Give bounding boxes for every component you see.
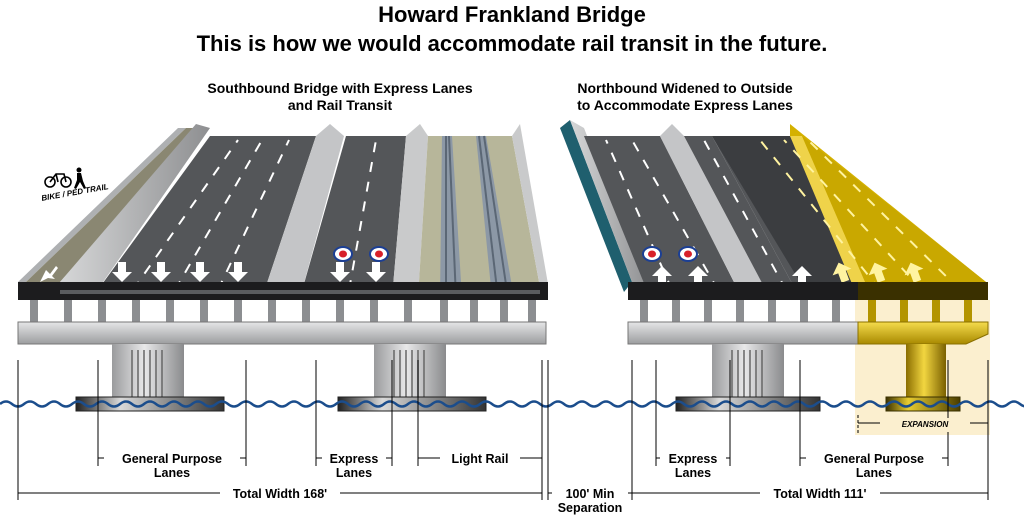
nb-general-purpose-label-2: Lanes [855,466,893,480]
separation-label-2: Separation [557,501,623,515]
nb-express-label-1: Express [660,452,726,466]
northbound-heading-line1: Northbound Widened to Outside [577,80,793,96]
diagram-title-line2: This is how we would accommodate rail tr… [196,31,828,56]
southbound-deck [17,124,548,412]
sb-general-purpose-label-2: Lanes [153,466,191,480]
sb-general-purpose-label-1: General Purpose [104,452,240,466]
nb-express-label-2: Lanes [674,466,712,480]
southbound-heading-line1: Southbound Bridge with Express Lanes [207,80,473,96]
pedestrian-icon [74,167,86,189]
northbound-deck [560,120,989,412]
sb-express-label-2: Lanes [335,466,373,480]
sb-total-width-label: Total Width 168' [220,487,340,501]
bike-icon [44,173,72,188]
water-line [0,400,1024,408]
sb-express-label-1: Express [322,452,386,466]
nb-general-purpose-label-1: General Purpose [806,452,942,466]
expansion-label: EXPANSION [880,418,970,432]
separation-label-1: 100' Min [552,487,628,501]
nb-total-width-label: Total Width 111' [760,487,880,501]
diagram-title-line1: Howard Frankland Bridge [378,2,646,27]
sb-light-rail-label: Light Rail [440,452,520,466]
southbound-heading-line2: and Rail Transit [287,97,393,113]
northbound-heading-line2: to Accommodate Express Lanes [577,97,793,113]
